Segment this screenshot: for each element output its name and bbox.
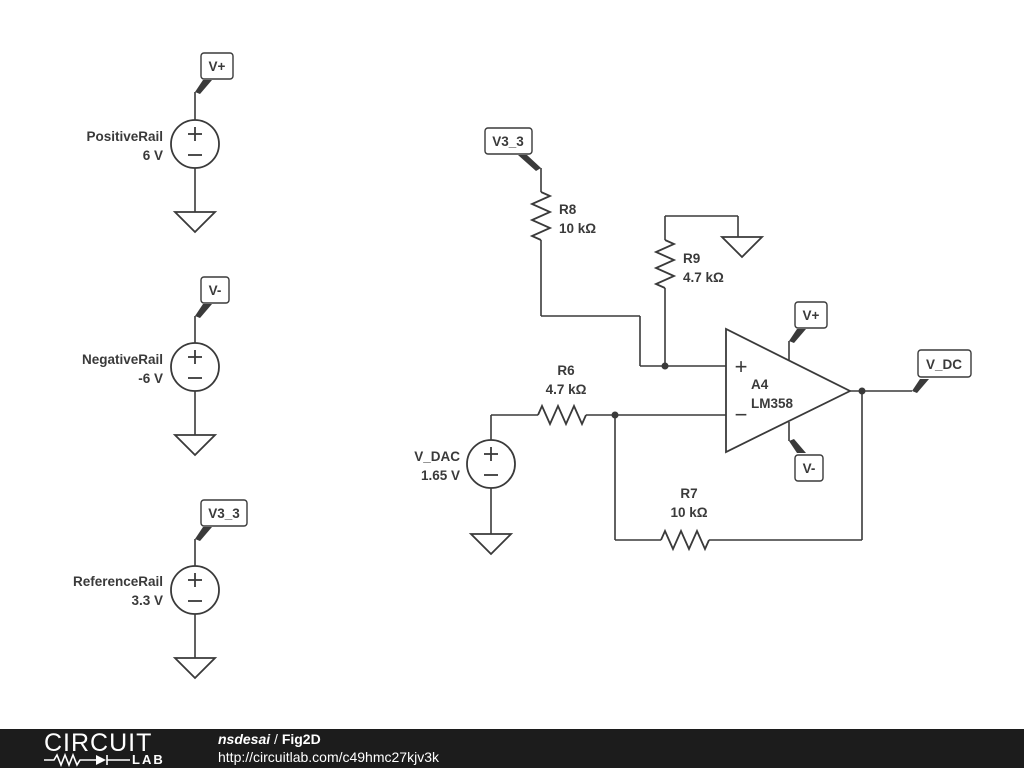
opamp-a4[interactable]: + − A4 LM358	[725, 327, 853, 454]
reference-rail-name: ReferenceRail	[73, 574, 163, 589]
net-label-v-dc[interactable]: V_DC	[912, 349, 972, 393]
resistor-logo-icon	[44, 753, 130, 767]
negative-rail-name: NegativeRail	[82, 352, 163, 367]
ground-symbol	[721, 236, 763, 258]
net-label-vplus-opamp[interactable]: V+	[789, 301, 828, 343]
net-label-vminus-opamp[interactable]: V-	[789, 439, 824, 482]
svg-text:4.7 kΩ: 4.7 kΩ	[546, 382, 587, 397]
resistor-r9[interactable]: R9 4.7 kΩ	[653, 215, 763, 366]
svg-text:V_DC: V_DC	[926, 357, 962, 372]
net-label-vminus-left[interactable]: V-	[195, 276, 230, 318]
svg-text:V_DAC: V_DAC	[414, 449, 460, 464]
circuit-url-link[interactable]: http://circuitlab.com/c49hmc27kjv3k	[218, 749, 439, 765]
ground-symbol	[174, 657, 216, 679]
author-link[interactable]: nsdesai	[218, 731, 271, 747]
svg-text:V3_3: V3_3	[208, 506, 240, 521]
negative-rail-source[interactable]: NegativeRail -6 V	[82, 316, 220, 456]
junction-dot	[661, 362, 669, 370]
v-dac-source[interactable]: V_DAC 1.65 V	[414, 415, 516, 555]
svg-text:V+: V+	[803, 308, 820, 323]
circuitlab-logo-sub: LAB	[132, 752, 165, 767]
opamp-minus-sign: −	[735, 402, 748, 427]
path-separator: /	[270, 731, 282, 747]
ground-symbol	[174, 211, 216, 233]
opamp-name: A4	[751, 377, 769, 392]
positive-rail-value: 6 V	[143, 148, 163, 163]
circuitlab-logo-text: CIRCUIT	[44, 729, 153, 757]
svg-text:R8: R8	[559, 202, 577, 217]
reference-rail-value: 3.3 V	[131, 593, 163, 608]
negative-rail-value: -6 V	[138, 371, 163, 386]
svg-text:V+: V+	[209, 59, 226, 74]
footer-bar: CIRCUIT LAB nsdesai / Fig2D http://circu…	[0, 729, 1024, 768]
circuit-title-line: nsdesai / Fig2D	[218, 731, 321, 748]
net-label-v3_3-left[interactable]: V3_3	[195, 499, 248, 541]
schematic-canvas: PositiveRail 6 V V+ NegativeRail -6 V V-…	[73, 52, 972, 679]
svg-text:V3_3: V3_3	[492, 134, 524, 149]
positive-rail-source[interactable]: PositiveRail 6 V	[86, 92, 220, 233]
svg-text:R6: R6	[557, 363, 575, 378]
resistor-r7[interactable]: R7 10 kΩ	[614, 391, 863, 552]
circuit-title: Fig2D	[281, 731, 321, 747]
svg-text:V-: V-	[209, 283, 222, 298]
positive-rail-name: PositiveRail	[86, 129, 163, 144]
svg-text:4.7 kΩ: 4.7 kΩ	[683, 270, 724, 285]
opamp-plus-sign: +	[735, 354, 748, 379]
svg-text:R7: R7	[680, 486, 697, 501]
resistor-r6[interactable]: R6 4.7 kΩ	[537, 363, 726, 427]
net-label-vplus-left[interactable]: V+	[195, 52, 234, 94]
opamp-part: LM358	[751, 396, 794, 411]
reference-rail-source[interactable]: ReferenceRail 3.3 V	[73, 539, 220, 679]
svg-text:10 kΩ: 10 kΩ	[670, 505, 707, 520]
net-label-v3_3-top[interactable]: V3_3	[484, 127, 541, 171]
svg-text:1.65 V: 1.65 V	[421, 468, 460, 483]
svg-text:R9: R9	[683, 251, 700, 266]
ground-symbol	[174, 434, 216, 456]
svg-text:V-: V-	[803, 461, 816, 476]
resistor-r8[interactable]: R8 10 kΩ	[529, 168, 596, 316]
ground-symbol	[470, 533, 512, 555]
svg-text:10 kΩ: 10 kΩ	[559, 221, 596, 236]
junction-dot	[858, 387, 866, 395]
